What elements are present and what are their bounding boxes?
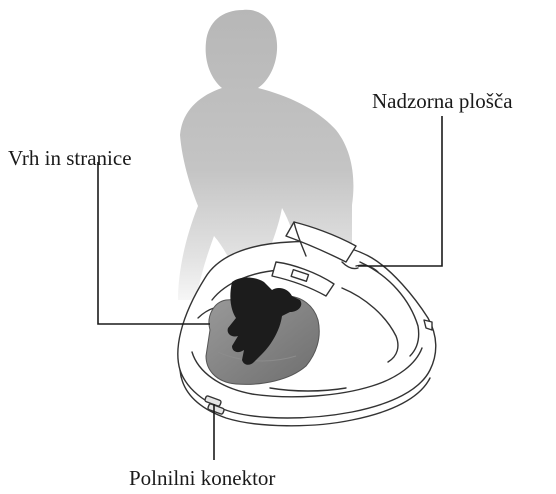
leader-line-control-panel bbox=[358, 116, 442, 266]
label-top-and-sides: Vrh in stranice bbox=[8, 146, 132, 170]
label-control-panel: Nadzorna plošča bbox=[372, 89, 513, 113]
label-charging-connector: Polnilni konektor bbox=[129, 466, 275, 490]
